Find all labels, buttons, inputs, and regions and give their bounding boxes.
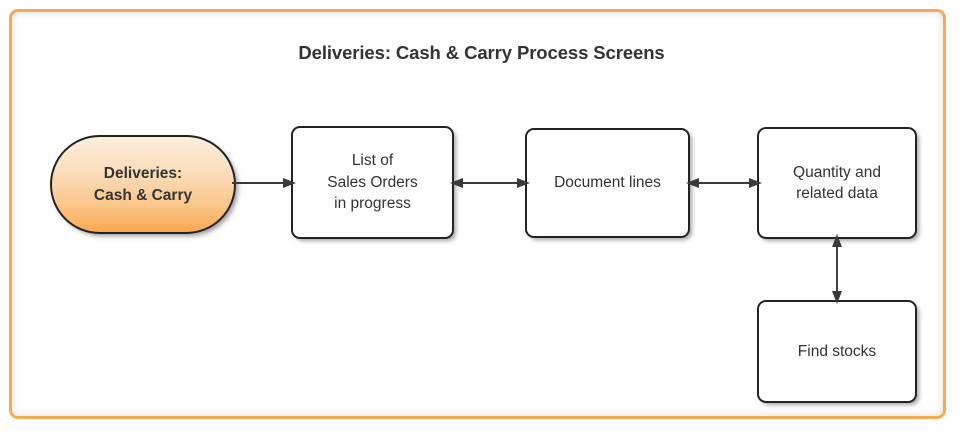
node-label: List of Sales Orders in progress — [321, 150, 423, 214]
node-label: Document lines — [548, 172, 667, 193]
arrowhead-right-icon — [517, 178, 530, 188]
connector-document-lines-to-quantity — [686, 168, 762, 198]
node-list-of-sales-orders-in-progress[interactable]: List of Sales Orders in progress — [291, 126, 454, 239]
node-quantity-and-related-data[interactable]: Quantity and related data — [757, 127, 917, 239]
node-label-line: in progress — [334, 195, 411, 213]
arrowhead-up-icon — [832, 234, 842, 247]
node-label: Quantity and related data — [787, 162, 887, 205]
arrowhead-left-icon — [686, 178, 699, 188]
node-label-line: Find stocks — [797, 342, 877, 360]
node-label: Find stocks — [792, 341, 882, 362]
page-title: Deliveries: Cash & Carry Process Screens — [298, 42, 665, 63]
node-find-stocks[interactable]: Find stocks — [757, 300, 917, 403]
connector-sales-orders-to-document-lines — [450, 168, 530, 198]
arrowhead-right-icon — [283, 178, 296, 188]
connector-start-to-sales-orders — [232, 168, 296, 198]
node-label-line: Cash & Carry — [93, 186, 193, 204]
node-document-lines[interactable]: Document lines — [525, 128, 690, 238]
node-label-line: List of — [351, 152, 394, 170]
node-label: Deliveries: Cash & Carry — [88, 163, 198, 206]
node-label-line: related data — [796, 185, 878, 202]
node-label-line: Document lines — [554, 174, 661, 192]
connector-quantity-to-find-stocks — [822, 234, 852, 304]
node-label-line: Quantity and — [793, 163, 881, 181]
arrowhead-down-icon — [832, 291, 842, 304]
arrowhead-left-icon — [450, 178, 463, 188]
arrowhead-right-icon — [749, 178, 762, 188]
node-label-line: Sales Orders — [327, 173, 418, 191]
node-label-line: Deliveries: — [103, 165, 183, 183]
node-deliveries-cash-and-carry[interactable]: Deliveries: Cash & Carry — [50, 135, 236, 234]
